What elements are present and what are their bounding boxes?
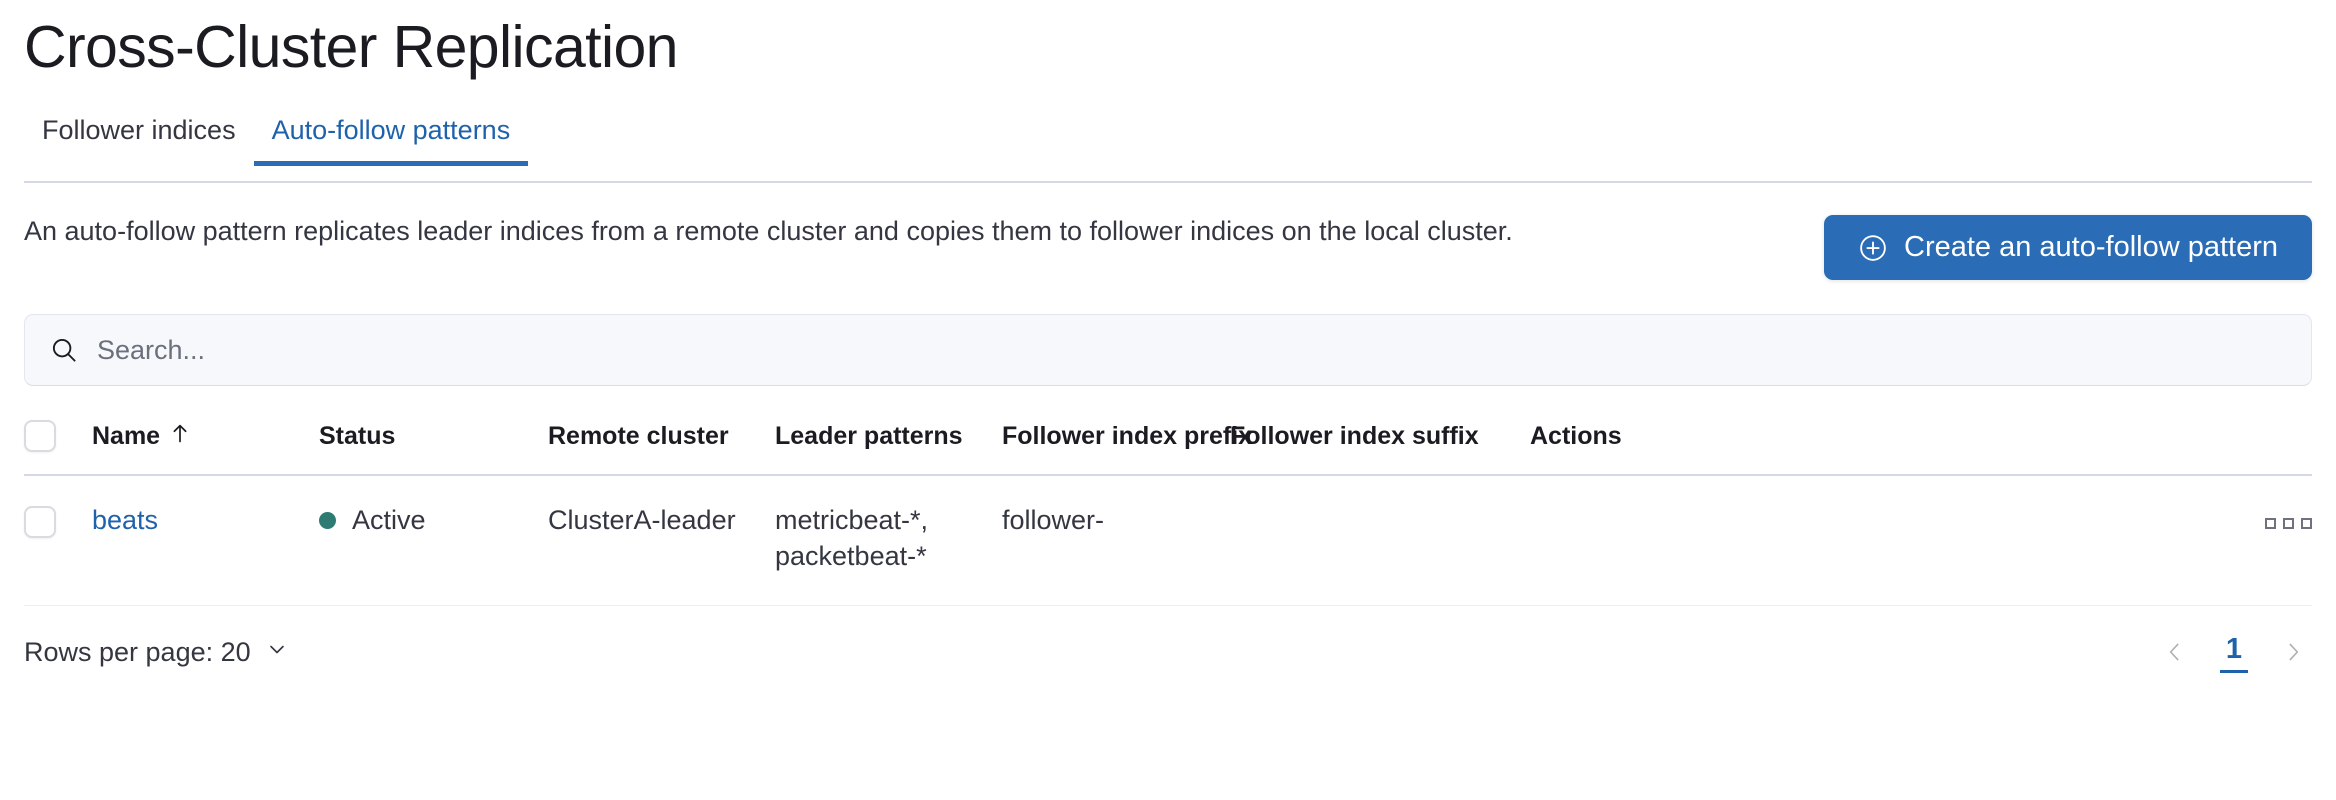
- chevron-left-icon[interactable]: [2156, 633, 2194, 671]
- pagination: 1: [2156, 632, 2312, 673]
- sort-up-icon: [170, 422, 190, 451]
- table-footer: Rows per page: 20 1: [24, 632, 2312, 673]
- create-auto-follow-pattern-button[interactable]: Create an auto-follow pattern: [1824, 215, 2312, 280]
- create-auto-follow-pattern-label: Create an auto-follow pattern: [1904, 231, 2278, 263]
- search-icon: [49, 335, 79, 365]
- chevron-down-icon: [265, 637, 289, 668]
- search-input[interactable]: [97, 334, 2287, 366]
- header-follower-index-suffix: Follower index suffix: [1230, 420, 1530, 476]
- row-status-cell: Active: [319, 475, 548, 606]
- row-select-cell: [24, 475, 92, 606]
- header-follower-index-prefix: Follower index prefix: [1002, 420, 1252, 476]
- header-remote-cluster: Remote cluster: [548, 420, 775, 476]
- auto-follow-patterns-table: Name Status Remote cluster Leader patter…: [24, 420, 2312, 606]
- tab-follower-indices[interactable]: Follower indices: [24, 117, 254, 166]
- row-follower-index-suffix-cell: [1230, 475, 1530, 606]
- header-name-label: Name: [92, 421, 161, 450]
- row-actions-cell: [1530, 475, 2312, 606]
- row-follower-index-prefix-cell: follower-: [1002, 475, 1230, 606]
- plus-in-circle-icon: [1858, 233, 1888, 263]
- pattern-link-beats[interactable]: beats: [92, 505, 159, 535]
- status-label: Active: [352, 505, 426, 536]
- header-status: Status: [319, 420, 548, 476]
- header-select-all: [24, 420, 92, 476]
- table-header-row: Name Status Remote cluster Leader patter…: [24, 420, 2312, 476]
- tab-auto-follow-patterns[interactable]: Auto-follow patterns: [253, 117, 529, 166]
- select-all-checkbox[interactable]: [24, 420, 56, 452]
- tab-bar: Follower indices Auto-follow patterns: [24, 117, 2312, 183]
- boxes-horizontal-icon[interactable]: [2255, 514, 2312, 533]
- header-actions: Actions: [1530, 420, 2312, 476]
- intro-description: An auto-follow pattern replicates leader…: [24, 216, 1513, 246]
- header-leader-patterns: Leader patterns: [775, 420, 1002, 476]
- row-leader-patterns-cell: metricbeat-*, packetbeat-*: [775, 475, 1002, 606]
- page-title: Cross-Cluster Replication: [24, 14, 678, 80]
- search-bar[interactable]: [24, 314, 2312, 386]
- rows-per-page-label: Rows per page: 20: [24, 636, 251, 667]
- status-dot-icon: [319, 512, 336, 529]
- row-remote-cluster-cell: ClusterA-leader: [548, 475, 775, 606]
- chevron-right-icon[interactable]: [2274, 633, 2312, 671]
- table-row: beats Active ClusterA-leader metricbeat-…: [24, 475, 2312, 606]
- row-checkbox[interactable]: [24, 505, 56, 538]
- rows-per-page-select[interactable]: Rows per page: 20: [24, 637, 289, 668]
- page-button-1[interactable]: 1: [2219, 632, 2248, 673]
- intro-row: An auto-follow pattern replicates leader…: [24, 213, 2312, 280]
- header-name[interactable]: Name: [92, 420, 319, 476]
- row-name-cell: beats: [92, 475, 319, 606]
